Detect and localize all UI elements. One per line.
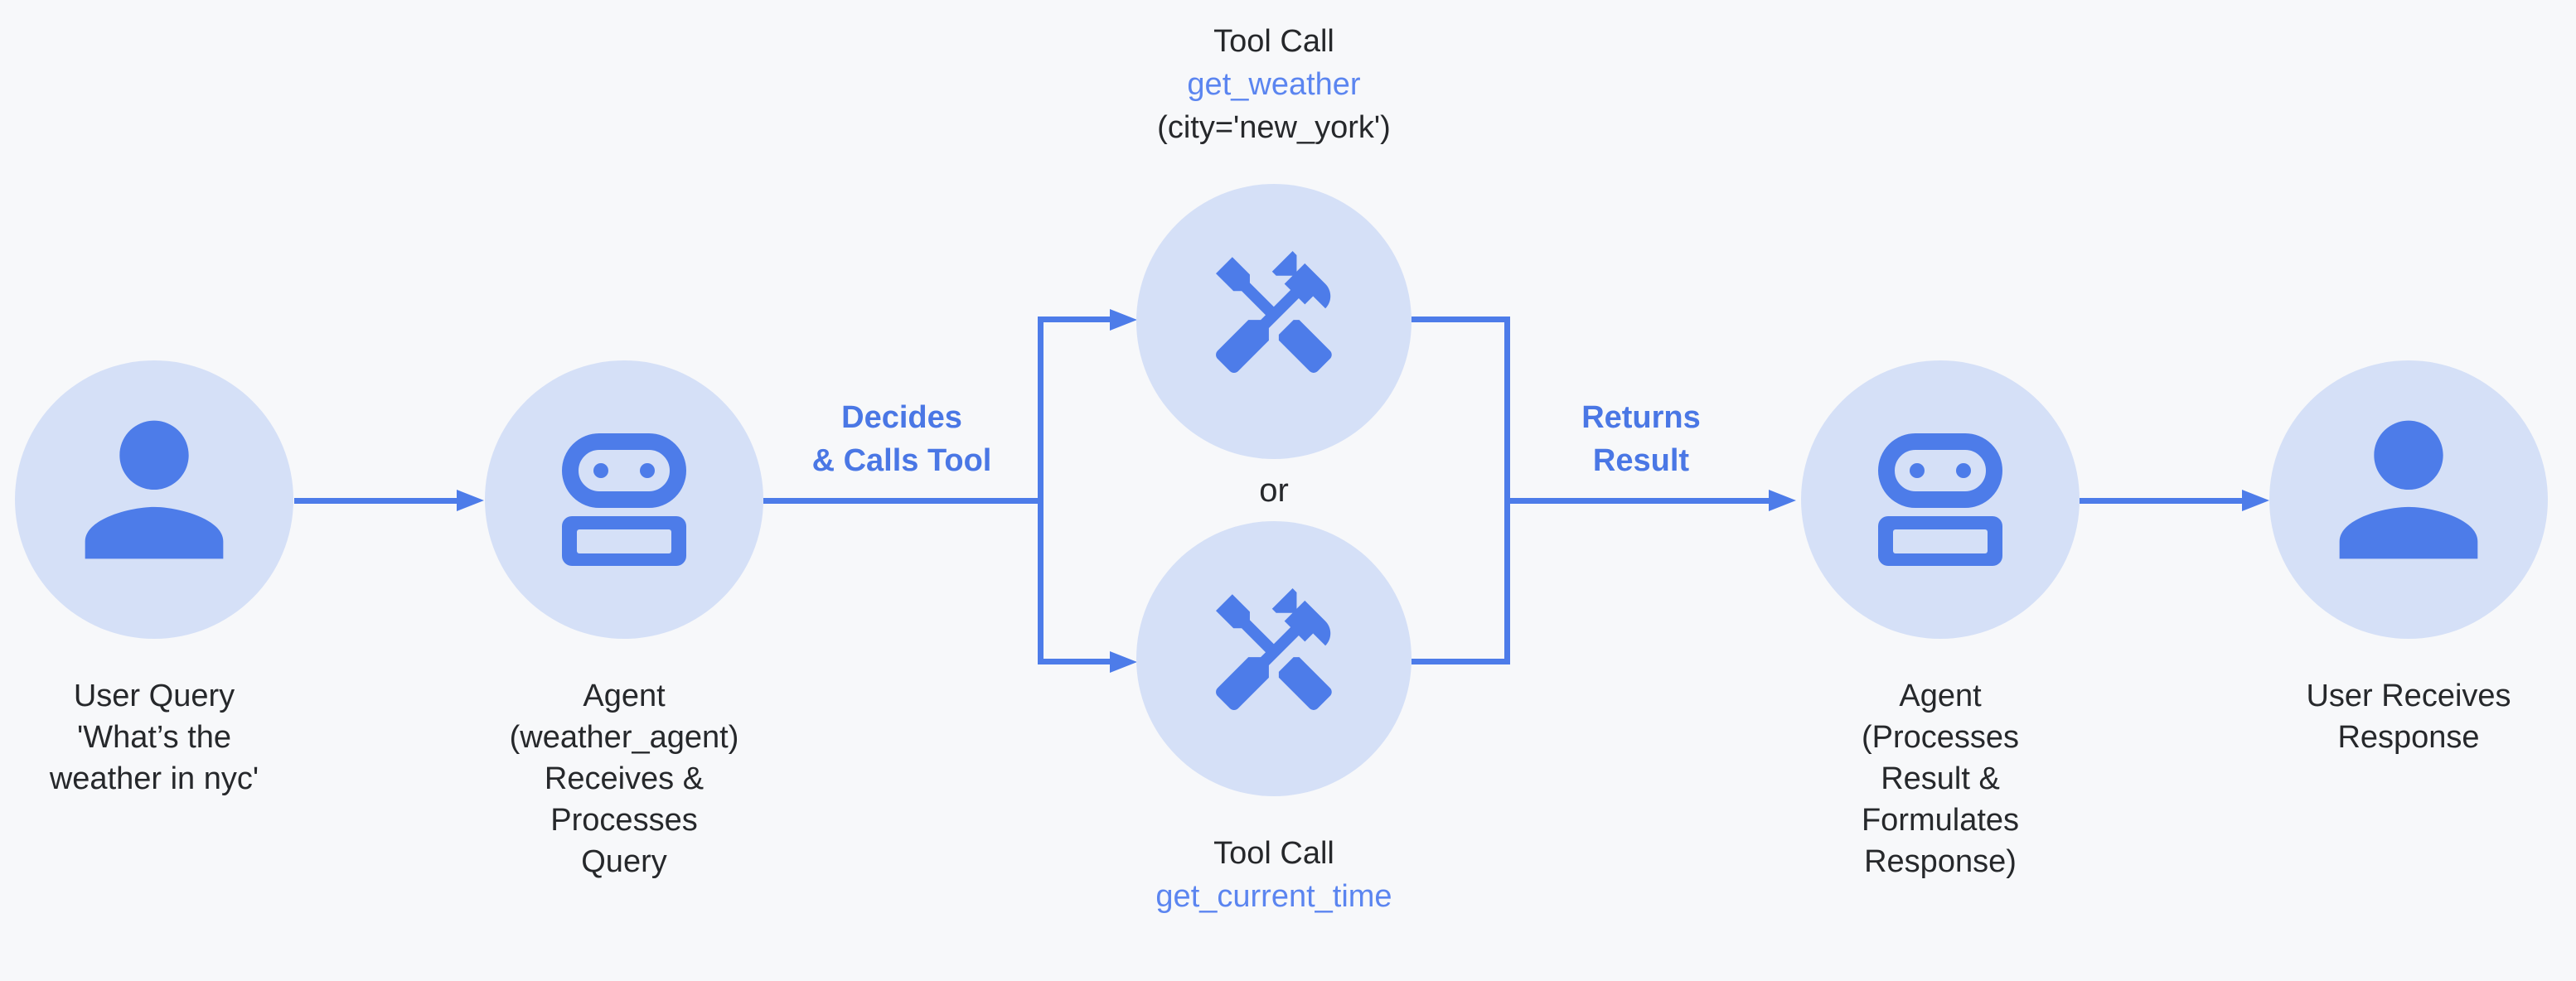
label-line: Response [2337, 720, 2480, 755]
label-line: (city='new_york') [1157, 110, 1391, 145]
branch-to-tool-bottom [1040, 659, 1111, 664]
label-line: 'What’s the [76, 720, 232, 755]
tool-name: get_current_time [1155, 879, 1392, 914]
label-line: Receives & [544, 761, 705, 796]
user-query-label: User Query 'What’s the weather in nyc' [0, 675, 361, 800]
arrowhead-icon [1110, 651, 1137, 673]
label-line: User Query [73, 679, 235, 713]
label-line: Processes [550, 803, 698, 838]
person-icon [85, 420, 224, 559]
label-line: Tool Call [1213, 24, 1334, 59]
label-line: Agent [1899, 679, 1982, 713]
label-line: Response) [1864, 844, 2017, 879]
label-line: (weather_agent) [509, 720, 739, 755]
user-receives-label: User Receives Response [2201, 675, 2576, 758]
robot-icon [562, 433, 686, 566]
branch-to-tool-top [1040, 317, 1111, 322]
person-icon [2339, 420, 2478, 559]
label-line: weather in nyc' [49, 761, 259, 796]
agent-responds-node [1801, 360, 2080, 639]
or-label: or [1259, 472, 1289, 509]
label-line: Result [1592, 443, 1690, 478]
split-vertical-line [1038, 317, 1043, 664]
line-tool-top-out [1411, 317, 1508, 322]
arrowhead-icon [1110, 309, 1137, 331]
tool-get-weather-node [1136, 184, 1411, 459]
label-line: Result & [1881, 761, 2000, 796]
tool-get-current-time-node [1136, 521, 1411, 796]
handyman-icon [1216, 251, 1332, 374]
tool-name: get_weather [1187, 67, 1361, 102]
arrowhead-icon [457, 490, 484, 511]
robot-icon [1878, 433, 2002, 566]
decides-calls-tool-label: Decides & Calls Tool [736, 396, 1068, 482]
tool-get-current-time-label: Tool Call get_current_time [1025, 832, 1523, 918]
label-line: User Receives [2306, 679, 2511, 713]
label-line: Decides [841, 400, 962, 435]
line-agent-to-split [763, 498, 1040, 504]
agent-responds-label: Agent (Processes Result & Formulates Res… [1733, 675, 2147, 882]
agent-receives-label: Agent (weather_agent) Receives & Process… [417, 675, 831, 882]
line-tool-bottom-out [1411, 659, 1508, 664]
returns-result-label: Returns Result [1475, 396, 1807, 482]
arrowhead-icon [1769, 490, 1796, 511]
label-line: Agent [583, 679, 666, 713]
user-query-node [15, 360, 293, 639]
merge-vertical-line [1504, 317, 1510, 664]
label-line: & Calls Tool [811, 443, 992, 478]
label-line: (Processes [1861, 720, 2020, 755]
label-line: Formulates [1861, 803, 2020, 838]
handyman-icon [1216, 588, 1332, 711]
tool-get-weather-label: Tool Call get_weather (city='new_york') [1025, 20, 1523, 149]
arrow-agent-to-user [2080, 498, 2244, 504]
label-line: Tool Call [1213, 836, 1334, 871]
label-line: Returns [1581, 400, 1701, 435]
arrowhead-icon [2242, 490, 2269, 511]
agent-receives-node [485, 360, 763, 639]
arrow-result-to-agent [1507, 498, 1770, 504]
arrow-user-to-agent [294, 498, 458, 504]
label-line: Query [581, 844, 667, 879]
user-receives-node [2269, 360, 2548, 639]
